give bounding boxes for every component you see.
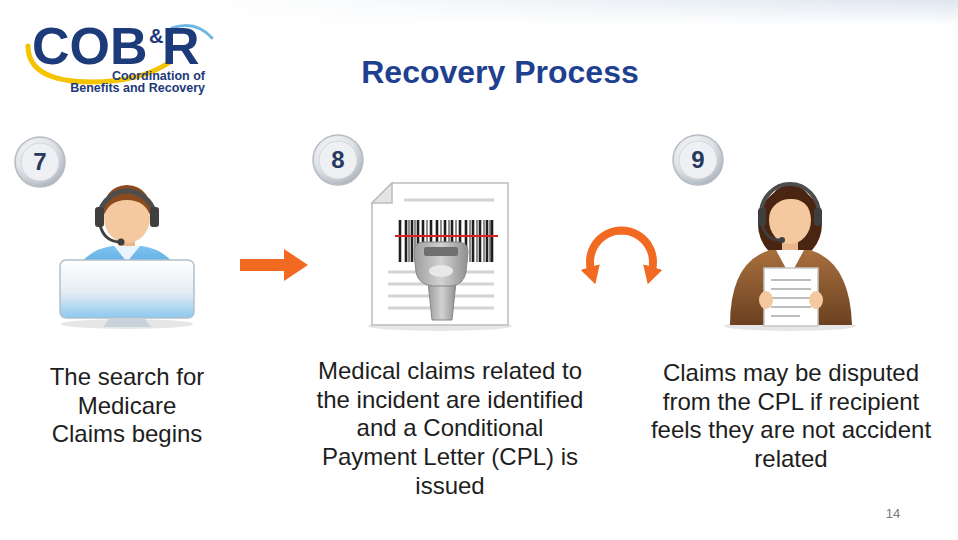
agent-with-document-icon bbox=[779, 237, 785, 243]
barcode-document-icon bbox=[400, 220, 492, 262]
agent-at-computer-icon bbox=[118, 239, 125, 246]
agent-at-computer-icon bbox=[61, 319, 193, 329]
cycle-arrow bbox=[590, 231, 653, 273]
agent-with-document-icon bbox=[761, 184, 819, 214]
step-number: 7 bbox=[20, 147, 60, 177]
header-band bbox=[200, 0, 958, 26]
agent-with-document-icon bbox=[758, 208, 766, 226]
step-number-badge bbox=[679, 141, 717, 179]
agent-at-computer-icon bbox=[95, 207, 104, 227]
step-number-badge bbox=[313, 135, 363, 185]
logo-letters: R bbox=[162, 20, 200, 72]
step-number: 8 bbox=[318, 145, 358, 175]
agent-with-document-icon bbox=[730, 250, 852, 325]
slide-title: Recovery Process bbox=[300, 53, 700, 91]
page-number: 14 bbox=[880, 506, 906, 522]
barcode-document-icon bbox=[372, 183, 392, 203]
barcode-document-icon bbox=[368, 183, 512, 331]
process-step: 8Medical claims related to the incident … bbox=[308, 138, 598, 530]
agent-with-document-icon bbox=[814, 208, 822, 226]
step-number-badge bbox=[15, 135, 723, 187]
barcode-document-icon bbox=[372, 183, 508, 325]
process-step: 7The search for Medicare Claims begins bbox=[20, 138, 240, 530]
agent-at-computer-icon bbox=[150, 207, 159, 227]
step-description: Medical claims related to the incident a… bbox=[309, 357, 591, 501]
flow-arrow bbox=[240, 259, 284, 271]
agent-with-document-icon bbox=[759, 291, 773, 309]
step-number: 9 bbox=[678, 145, 718, 175]
logo-letters: COB bbox=[32, 20, 148, 72]
step-description: Claims may be disputed from the CPL if r… bbox=[645, 359, 937, 474]
agent-with-document-icon bbox=[724, 184, 856, 331]
barcode-document-icon bbox=[424, 247, 458, 256]
barcode-document-icon bbox=[428, 282, 456, 320]
barcode-document-icon bbox=[414, 242, 468, 286]
header-band bbox=[200, 0, 958, 26]
agent-with-document-icon bbox=[762, 224, 780, 240]
step-number-badge bbox=[319, 141, 357, 179]
barcode-document-icon bbox=[429, 265, 453, 277]
agent-with-document-icon bbox=[809, 291, 823, 309]
process-step: 9Claims may be disputed from the CPL if … bbox=[645, 138, 937, 530]
barcode-document-icon bbox=[395, 235, 498, 237]
agent-at-computer-icon bbox=[100, 225, 119, 242]
agent-at-computer-icon bbox=[103, 318, 151, 327]
agent-at-computer-icon bbox=[60, 260, 194, 318]
agent-with-document-icon bbox=[771, 280, 811, 316]
header-band bbox=[200, 0, 958, 26]
logo-ampersand: & bbox=[149, 26, 163, 46]
agent-at-computer-icon bbox=[99, 191, 155, 214]
step-number-badge bbox=[673, 135, 723, 185]
logo-subtitle: Coordination of Benefits and Recovery bbox=[65, 70, 205, 94]
step-description: The search for Medicare Claims begins bbox=[41, 363, 213, 449]
step-number-badge bbox=[21, 143, 59, 181]
step-number-badge bbox=[15, 137, 65, 187]
agent-at-computer-icon bbox=[60, 185, 194, 329]
